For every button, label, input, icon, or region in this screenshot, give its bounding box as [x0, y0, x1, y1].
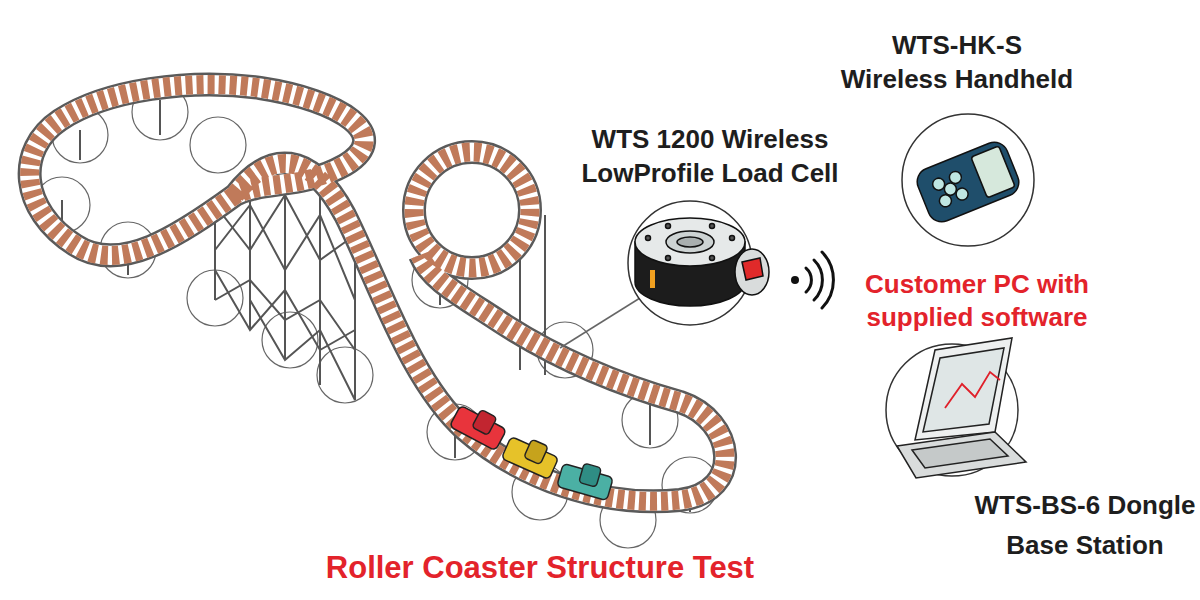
coaster-car [501, 431, 561, 480]
device-node: WTS-HK-S Wireless Handheld [837, 28, 1077, 248]
device-label: WTS-BS-6 Dongle Base Station [960, 485, 1200, 565]
support-post [159, 100, 161, 135]
handheld-icon [913, 138, 1023, 226]
coaster-train [449, 400, 615, 501]
handheld-button [954, 186, 970, 202]
bolt [646, 236, 651, 241]
leader-line [560, 298, 640, 348]
signal-dot [791, 276, 799, 284]
handheld-body [913, 138, 1023, 226]
bolt [666, 256, 671, 261]
chart-line [945, 372, 1000, 408]
device-circle [886, 344, 1018, 476]
support-post [79, 130, 81, 160]
connector-tab [742, 258, 763, 280]
device-node: WTS-BS-6 Dongle Base Station [880, 340, 1200, 570]
support-post [649, 400, 651, 445]
coaster-car [557, 458, 615, 501]
wireless-symbol [791, 252, 833, 308]
car-body [557, 463, 614, 500]
handheld-screen [971, 146, 1015, 198]
laptop-base [897, 432, 1026, 478]
footing-circle [317, 347, 373, 403]
truss-brace [250, 300, 355, 400]
bolt [730, 236, 735, 241]
device-node: WTS 1200 Wireless LowProfile Load Cell [560, 122, 860, 332]
handheld-button [948, 170, 964, 186]
load-cell-top [635, 218, 745, 266]
bolt [710, 256, 715, 261]
load-cell-ring [666, 231, 714, 253]
signal-arc [822, 252, 833, 308]
load-cell-body [635, 242, 745, 306]
signal-arc [814, 260, 822, 300]
handheld-button [938, 193, 954, 209]
load-cell-hub [677, 237, 703, 247]
device-circle [628, 201, 752, 325]
device-label: WTS-HK-S Wireless Handheld [837, 28, 1077, 96]
bolt [666, 224, 671, 229]
connector-cap [735, 249, 769, 295]
car-seat [579, 463, 602, 487]
car-body [449, 405, 506, 451]
node-outline [837, 28, 1077, 248]
handheld-button [943, 181, 959, 197]
laptop-keyboard [912, 439, 1008, 468]
note-label: Customer PC with supplied software [847, 268, 1107, 334]
device-label: WTS 1200 Wireless LowProfile Load Cell [560, 122, 860, 190]
laptop-screen [923, 348, 1004, 432]
car-body [501, 436, 558, 479]
diagram-title: Roller Coaster Structure Test [200, 548, 880, 588]
coaster-car [449, 400, 509, 451]
load-cell-icon [635, 218, 769, 306]
handheld-button [931, 176, 947, 192]
car-seat [472, 409, 497, 435]
bolt [710, 224, 715, 229]
load-cell-stripe [650, 270, 655, 288]
car-seat [524, 439, 549, 465]
truss-brace [215, 270, 355, 350]
signal-arc [806, 268, 811, 292]
laptop-lid [915, 338, 1012, 440]
laptop-icon [897, 338, 1026, 478]
footing-circle [190, 117, 246, 173]
truss-post [319, 172, 321, 385]
device-circle [902, 114, 1034, 246]
